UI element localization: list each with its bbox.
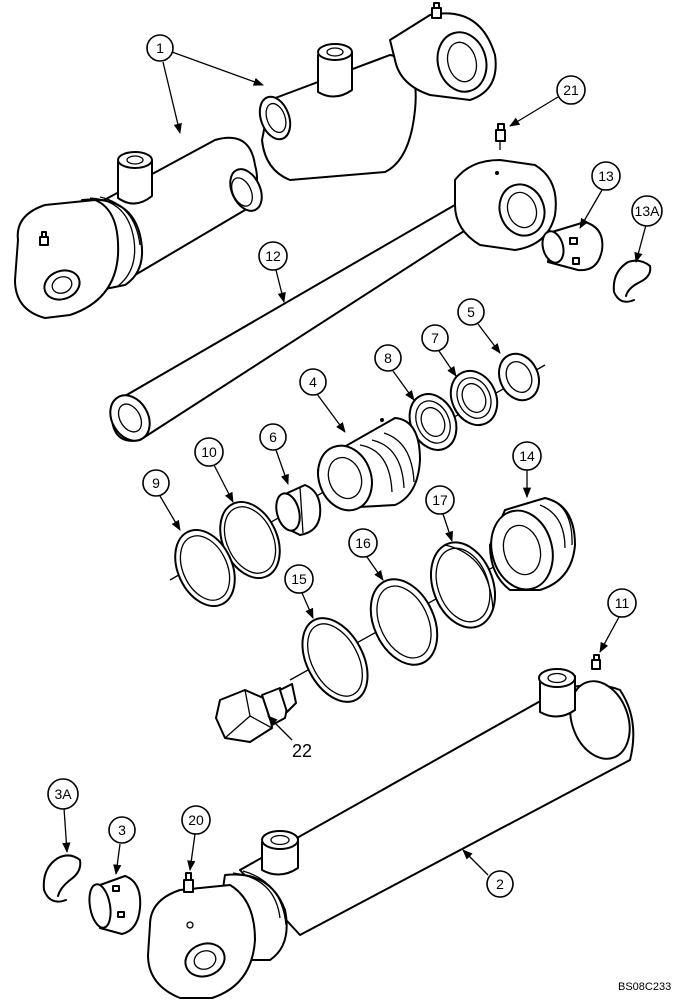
svg-text:5: 5 xyxy=(467,304,475,320)
svg-text:3: 3 xyxy=(118,822,126,838)
svg-text:21: 21 xyxy=(563,82,579,98)
gland-4 xyxy=(317,417,421,512)
svg-text:8: 8 xyxy=(384,350,392,366)
callout-7: 7 xyxy=(421,324,457,377)
grease-fitting-20 xyxy=(183,872,194,893)
callout-20: 20 xyxy=(181,805,211,872)
wear-ring-5 xyxy=(498,352,540,402)
seal-7 xyxy=(449,369,499,427)
callout-3: 3 xyxy=(108,816,136,876)
grease-fitting-11 xyxy=(591,654,601,670)
svg-text:17: 17 xyxy=(432,492,448,508)
bushing-13 xyxy=(541,221,604,272)
svg-text:2: 2 xyxy=(496,876,504,892)
svg-text:14: 14 xyxy=(519,448,535,464)
callout-12: 12 xyxy=(258,241,288,304)
callout-5: 5 xyxy=(457,298,501,354)
callout-11: 11 xyxy=(599,588,637,653)
drawing-reference-code: BS08C233 xyxy=(618,981,671,993)
tube-front-section xyxy=(258,2,497,181)
svg-text:7: 7 xyxy=(431,330,439,346)
callout-6: 6 xyxy=(259,423,289,485)
barrel-2 xyxy=(147,668,635,999)
wear-ring-17 xyxy=(430,541,496,629)
svg-text:15: 15 xyxy=(291,571,307,587)
callout-8: 8 xyxy=(374,344,415,401)
piston-14 xyxy=(489,497,576,591)
callout-16: 16 xyxy=(348,528,384,581)
callout-4: 4 xyxy=(299,368,346,433)
snap-ring-13a xyxy=(612,259,652,303)
svg-text:13A: 13A xyxy=(635,203,661,219)
callout-10: 10 xyxy=(194,437,234,503)
svg-text:3A: 3A xyxy=(54,786,72,802)
svg-text:13: 13 xyxy=(598,168,614,184)
svg-text:16: 16 xyxy=(355,535,371,551)
callout-21: 21 xyxy=(509,75,586,127)
svg-text:6: 6 xyxy=(269,429,277,445)
callout-13: 13 xyxy=(579,161,621,229)
bushing-3 xyxy=(88,875,142,935)
callout-14: 14 xyxy=(512,441,542,499)
svg-text:11: 11 xyxy=(615,595,630,611)
callout-3a: 3A xyxy=(47,778,79,854)
svg-text:1: 1 xyxy=(156,40,164,56)
grease-fitting-21 xyxy=(495,123,506,150)
label-22: 22 xyxy=(267,715,312,761)
callout-13a: 13A xyxy=(631,195,663,264)
svg-text:9: 9 xyxy=(152,475,160,491)
callout-17: 17 xyxy=(425,485,455,542)
o-ring-9 xyxy=(174,528,236,608)
svg-text:20: 20 xyxy=(188,812,204,828)
svg-text:4: 4 xyxy=(309,374,317,390)
svg-text:10: 10 xyxy=(201,444,217,460)
svg-text:22: 22 xyxy=(292,741,312,761)
snap-ring-3a xyxy=(42,854,82,903)
svg-text:12: 12 xyxy=(265,248,281,264)
seal-16 xyxy=(369,578,439,666)
nut-22 xyxy=(215,683,297,743)
callout-2: 2 xyxy=(462,849,514,898)
o-ring-15 xyxy=(301,617,369,703)
backup-ring-10 xyxy=(219,500,281,580)
tube-rear-section xyxy=(14,136,263,319)
callout-1: 1 xyxy=(146,34,264,135)
bushing-6 xyxy=(275,484,322,536)
piston-rod-12 xyxy=(109,159,557,442)
callout-15: 15 xyxy=(284,564,314,619)
callout-9: 9 xyxy=(142,469,181,531)
